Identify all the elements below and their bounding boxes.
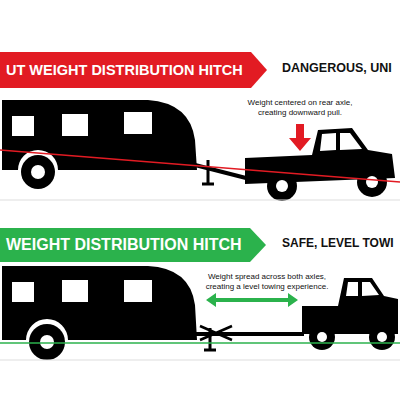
callout-note: Weight spread across both axles, creatin… [200, 272, 334, 291]
downward-arrow [289, 124, 311, 151]
truck-window [320, 133, 362, 151]
ground-line [0, 360, 400, 361]
trailer-window [124, 112, 152, 134]
truck-wheel [309, 324, 335, 350]
trailer-wheel [29, 324, 65, 360]
wheel-hub [377, 332, 387, 342]
trailer-wheel [21, 155, 55, 189]
banner-fill [0, 228, 266, 262]
wheel-hub [40, 335, 54, 349]
truck-window [346, 282, 379, 296]
trailer-window [62, 280, 88, 302]
level-rig [0, 266, 400, 360]
tongue-jack [202, 160, 214, 184]
truck-wheel [267, 171, 297, 201]
trailer-window [12, 116, 34, 136]
level-line [0, 342, 400, 344]
wheel-hub [366, 176, 378, 188]
trailer-silhouette [2, 266, 197, 340]
banner-arrow: UT WEIGHT DISTRIBUTION HITCH [0, 52, 267, 88]
truck-wheel [369, 324, 395, 350]
banner-fill [0, 52, 267, 88]
wheel-hub [31, 165, 45, 179]
banner-arrow: WEIGHT DISTRIBUTION HITCH [0, 228, 266, 262]
trailer-window [12, 282, 34, 302]
trailer-window [62, 114, 88, 136]
truck-wheel [357, 167, 387, 197]
verdict-text: SAFE, LEVEL TOWI [282, 236, 394, 250]
wheel-hub [276, 180, 288, 192]
ground-line [0, 200, 400, 201]
wheel-hub [317, 332, 327, 342]
banner-title: UT WEIGHT DISTRIBUTION HITCH [6, 63, 243, 78]
trailer-window [124, 280, 152, 302]
banner-title: WEIGHT DISTRIBUTION HITCH [6, 237, 242, 253]
verdict-text: DANGEROUS, UNI [282, 61, 392, 76]
callout-note: Weight centered on rear axle, creating d… [240, 98, 360, 117]
spring-bars [200, 326, 232, 340]
tongue-jack [204, 328, 216, 350]
spread-arrow [206, 293, 298, 307]
tilt-line [0, 150, 400, 182]
